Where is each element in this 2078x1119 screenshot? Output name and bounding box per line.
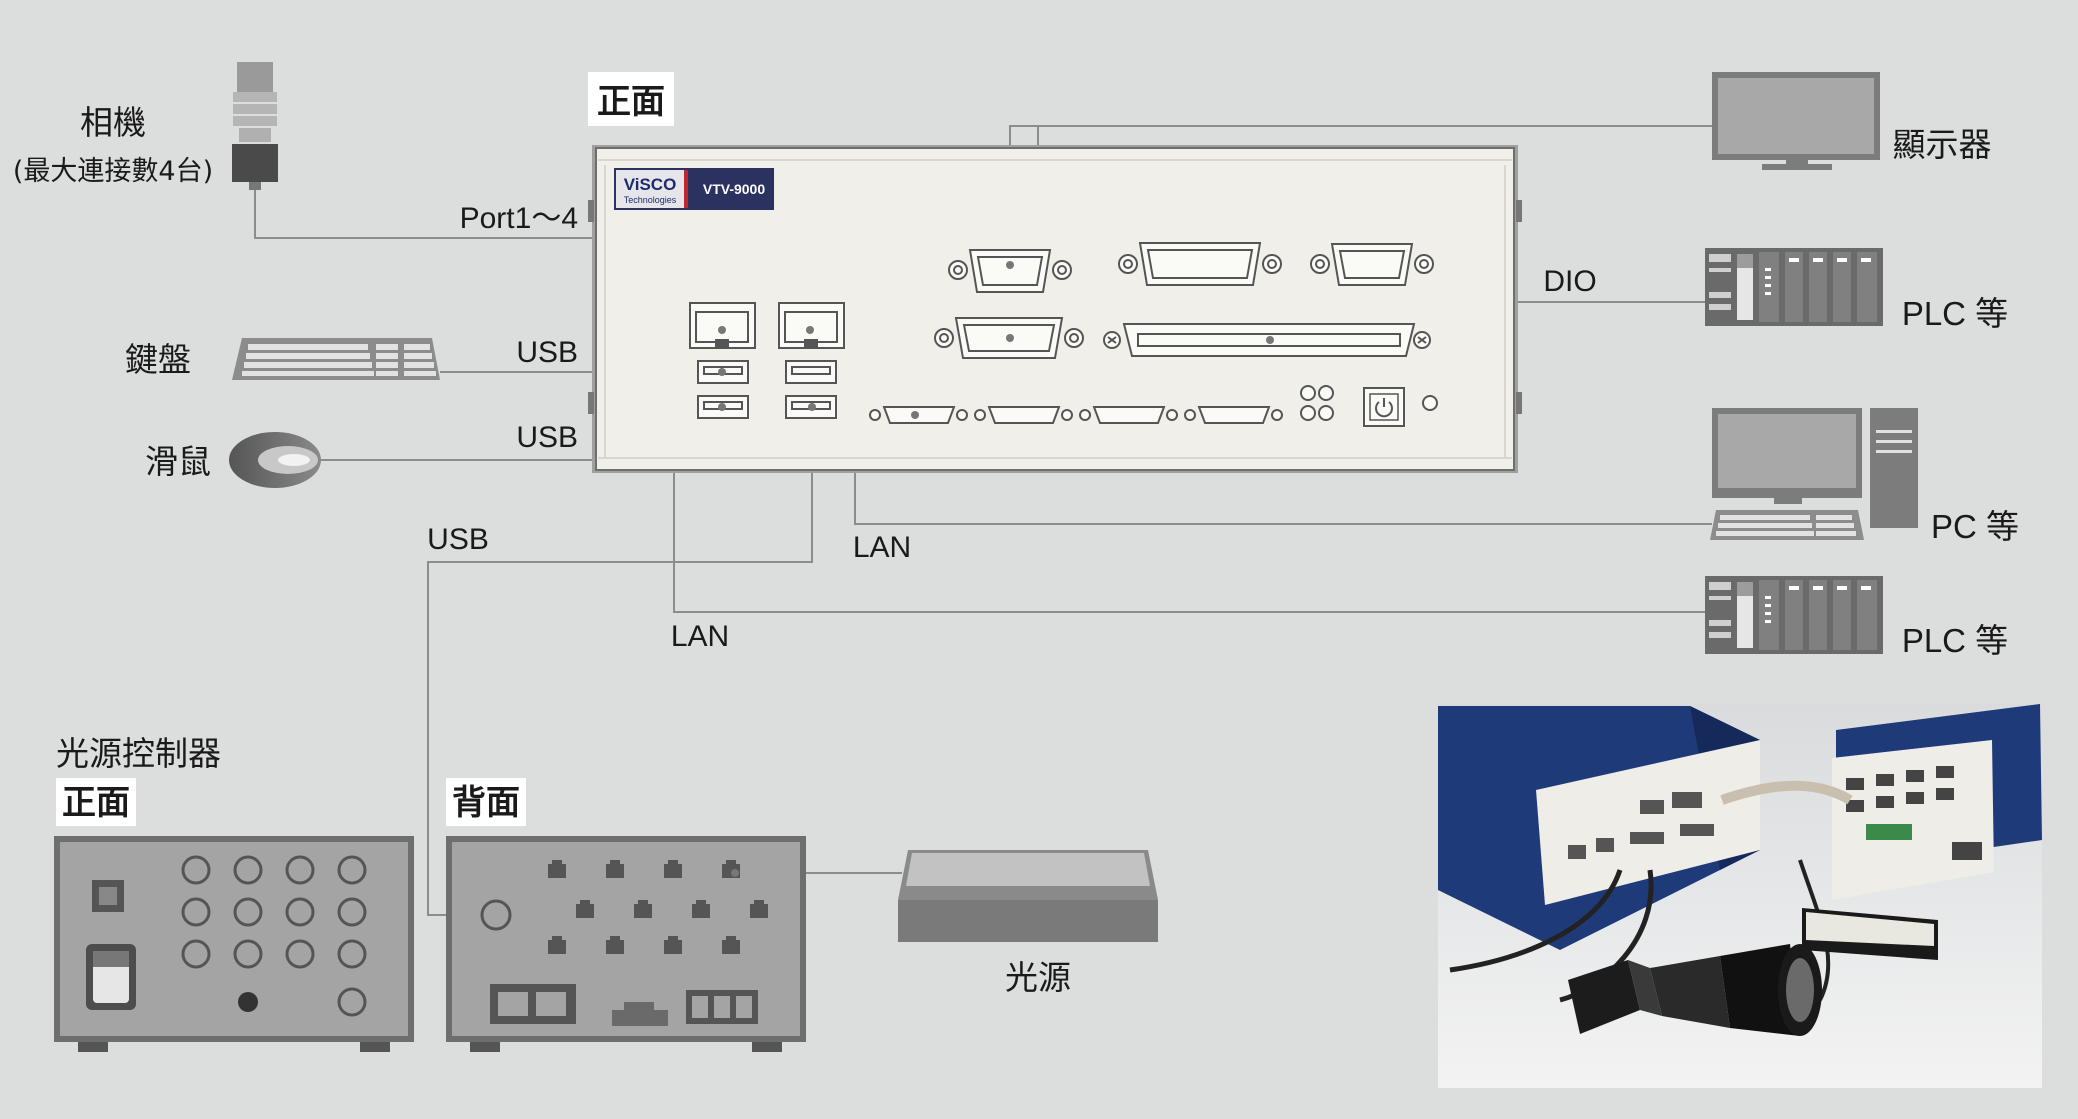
keyboard-port-label: USB <box>516 336 578 369</box>
monitor-icon <box>1712 72 1880 170</box>
mouse-icon <box>229 432 321 488</box>
mouse-port-label: USB <box>516 421 578 454</box>
light-usb-label: USB <box>427 523 489 556</box>
power-icon <box>1363 387 1405 427</box>
product-photo <box>1438 704 2042 1088</box>
light-front-label-box: 正面 <box>56 778 136 826</box>
dsub-ports <box>934 242 1434 359</box>
light-back-label-box: 背面 <box>446 778 526 826</box>
light-front-label: 正面 <box>62 783 130 823</box>
light-controller-back <box>446 836 806 1052</box>
light-back-label: 背面 <box>452 783 520 823</box>
controller-front-label: 正面 <box>597 82 665 122</box>
badge-model: VTV-9000 <box>703 181 765 197</box>
lan-ports <box>689 302 845 349</box>
camera-port-label: Port1～4 <box>460 202 578 235</box>
controller-front-label-box: 正面 <box>588 72 674 126</box>
camera-label: 相機 <box>80 103 146 142</box>
plc-icon <box>1705 248 1883 326</box>
pc-label: PC 等 <box>1931 508 2019 545</box>
light-source-label: 光源 <box>1005 958 1071 997</box>
light-controller-title: 光源控制器 <box>56 734 221 773</box>
mouse-label: 滑鼠 <box>145 442 211 481</box>
plc-lan-label: PLC 等 <box>1902 622 2008 659</box>
plc-dio-label: PLC 等 <box>1902 295 2008 332</box>
reset-button-icon <box>1422 395 1438 411</box>
light-controller-front <box>54 836 414 1052</box>
connection-dots <box>718 261 1274 419</box>
panel-buttons <box>1300 385 1334 421</box>
pc-icon <box>1710 408 1918 540</box>
plc-lan-port-label: LAN <box>671 620 729 653</box>
dio-port-label: DIO <box>1543 265 1596 298</box>
camera-icon <box>232 62 278 190</box>
vtv-badge: ViSCO Technologies VTV-9000 <box>614 168 774 210</box>
badge-sub: Technologies <box>624 195 677 205</box>
pc-lan-port-label: LAN <box>853 531 911 564</box>
plc-lan-icon <box>1705 576 1883 654</box>
camera-ports <box>869 406 1283 424</box>
light-source-icon <box>898 850 1158 942</box>
badge-brand: ViSCO <box>624 175 677 194</box>
keyboard-label: 鍵盤 <box>125 340 191 379</box>
monitor-label: 顯示器 <box>1893 125 1992 164</box>
camera-sublabel: (最大連接數4台) <box>13 156 213 187</box>
keyboard-icon <box>232 338 440 380</box>
